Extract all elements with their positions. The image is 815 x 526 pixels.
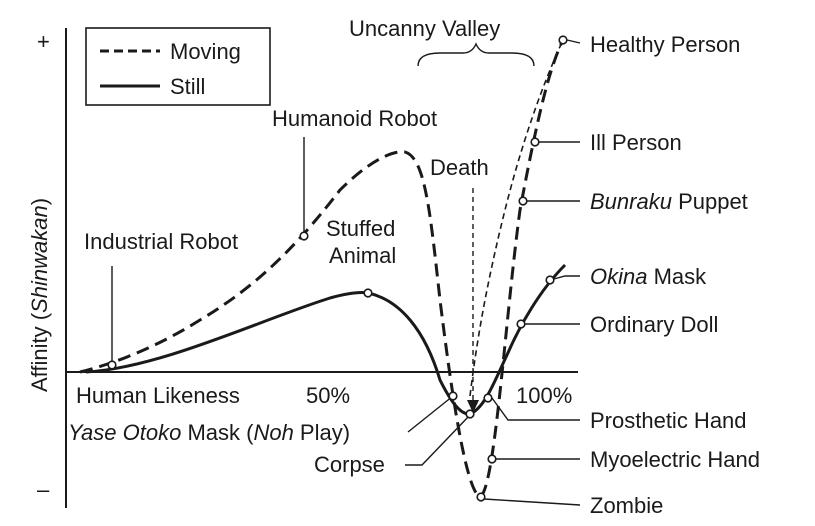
ordinary-doll-label: Ordinary Doll bbox=[590, 312, 718, 337]
stuffed-animal-point bbox=[363, 288, 373, 298]
myoelectric-hand-label: Myoelectric Hand bbox=[590, 447, 760, 472]
humanoid-robot-label: Humanoid Robot bbox=[272, 106, 437, 131]
x-tick-100: 100% bbox=[516, 383, 572, 408]
y-axis-label: Affinity (Shinwakan) bbox=[27, 198, 52, 392]
death-label: Death bbox=[430, 155, 489, 180]
humanoid-robot-point bbox=[299, 231, 309, 241]
industrial-robot-label: Industrial Robot bbox=[84, 229, 238, 254]
zombie-leader bbox=[483, 498, 581, 506]
okina-mask-label: Okina Mask bbox=[590, 264, 707, 289]
x-axis-label: Human Likeness bbox=[76, 383, 240, 408]
bunraku-puppet-label: Bunraku Puppet bbox=[590, 189, 748, 214]
yase-otoko-mask-label: Yase Otoko Mask (Noh Play) bbox=[68, 420, 350, 445]
stuffed-animal-label-line1: Stuffed bbox=[326, 216, 395, 241]
industrial-robot-point bbox=[107, 360, 117, 370]
y-axis-minus: – bbox=[37, 477, 50, 502]
legend-moving-label: Moving bbox=[170, 39, 241, 64]
okina-mask-leader bbox=[553, 275, 580, 280]
stuffed-animal-label-line2: Animal bbox=[329, 243, 396, 268]
ordinary-doll-point bbox=[516, 319, 526, 329]
yase-otoko-mask-point bbox=[448, 391, 458, 401]
x-tick-50: 50% bbox=[306, 383, 350, 408]
prosthetic-hand-point bbox=[483, 393, 493, 403]
uncanny-valley-label: Uncanny Valley bbox=[349, 16, 500, 41]
healthy-person-leader bbox=[566, 39, 581, 44]
myoelectric-hand-point bbox=[487, 454, 497, 464]
uncanny-valley-brace bbox=[417, 42, 535, 67]
corpse-leader bbox=[405, 414, 471, 466]
legend-still-label: Still bbox=[170, 74, 205, 99]
prosthetic-hand-leader bbox=[491, 397, 580, 421]
still-curve bbox=[85, 263, 567, 416]
legend-box bbox=[85, 27, 271, 106]
death-arrow-icon bbox=[467, 400, 479, 413]
y-axis-plus: + bbox=[37, 29, 50, 54]
yase-otoko-leader bbox=[407, 395, 454, 433]
corpse-point bbox=[465, 409, 475, 419]
corpse-label: Corpse bbox=[314, 452, 385, 477]
healthy-person-label: Healthy Person bbox=[590, 32, 740, 57]
ill-person-point bbox=[530, 137, 540, 147]
death-curve bbox=[469, 39, 564, 397]
bunraku-puppet-point bbox=[518, 196, 528, 206]
zombie-point bbox=[476, 492, 486, 502]
healthy-person-point bbox=[558, 35, 568, 45]
prosthetic-hand-label: Prosthetic Hand bbox=[590, 408, 747, 433]
ill-person-label: Ill Person bbox=[590, 130, 682, 155]
okina-mask-point bbox=[545, 275, 555, 285]
moving-curve bbox=[79, 39, 565, 499]
zombie-label: Zombie bbox=[590, 493, 663, 518]
